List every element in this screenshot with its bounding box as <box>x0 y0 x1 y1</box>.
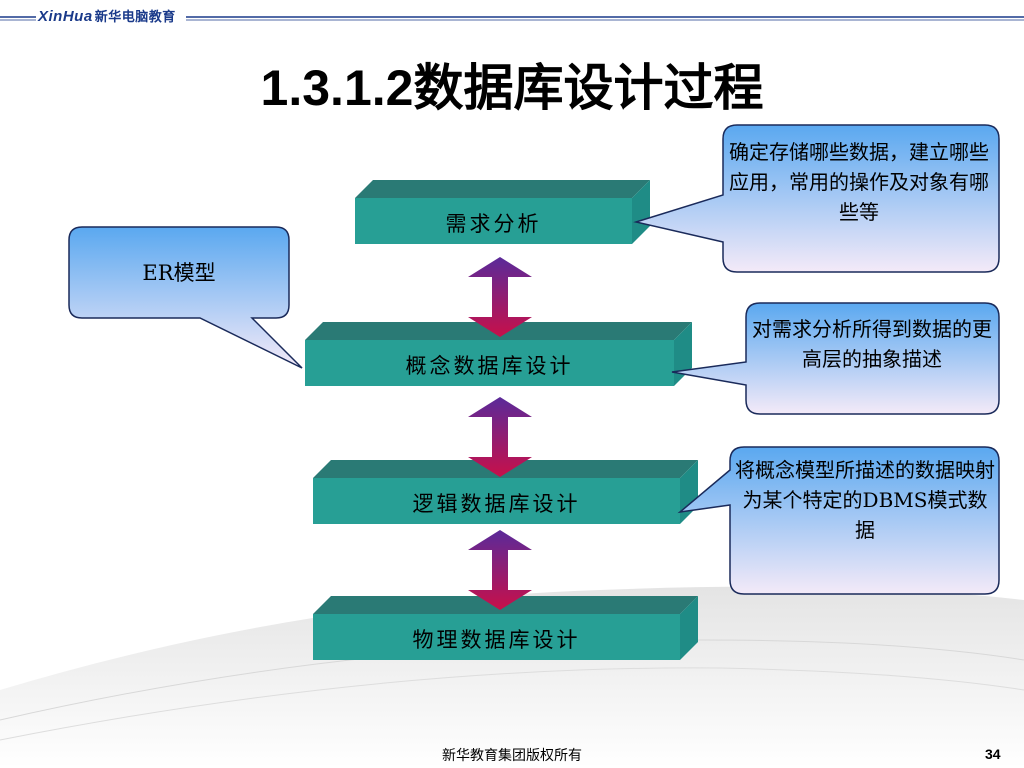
step-box-logical: 逻辑数据库设计 <box>313 460 698 524</box>
page-number: 34 <box>985 746 1001 762</box>
double-arrow-icon <box>468 257 532 337</box>
step-label: 概念数据库设计 <box>405 354 574 378</box>
callout-text: ER模型 <box>142 261 216 285</box>
step-label: 逻辑数据库设计 <box>412 492 581 516</box>
step-box-conceptual: 概念数据库设计 <box>305 322 692 386</box>
page-title: 1.3.1.2数据库设计过程 <box>260 60 764 116</box>
callout-text: 将概念模型所描述的数据映射为某个特定的DBMS模式数据 <box>735 458 995 542</box>
callout-text: 确定存储哪些数据，建立哪些应用，常用的操作及对象有哪些等 <box>729 140 989 224</box>
double-arrow-icon <box>468 397 532 477</box>
step-label: 物理数据库设计 <box>412 628 581 652</box>
header-line <box>0 16 1024 21</box>
step-box-physical: 物理数据库设计 <box>313 596 698 660</box>
step-label: 需求分析 <box>445 212 542 236</box>
callout-text: 对需求分析所得到数据的更高层的抽象描述 <box>752 317 992 371</box>
brand-latin: XinHua <box>38 8 93 25</box>
box-shape <box>305 322 692 386</box>
box-shape <box>313 460 698 524</box>
double-arrow-icon <box>468 530 532 610</box>
brand-cn: 新华电脑教育 <box>94 10 176 25</box>
box-shape <box>355 180 650 244</box>
footer-copyright: 新华教育集团版权所有 <box>442 748 582 764</box>
step-box-requirements: 需求分析 <box>355 180 650 244</box>
